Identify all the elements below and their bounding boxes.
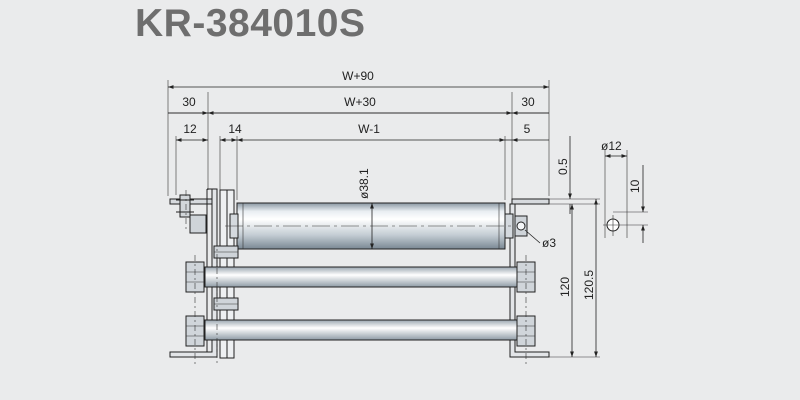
dim-offset-left: 12 — [183, 122, 197, 136]
dim-overall-width: W+90 — [342, 69, 374, 83]
dim-roller-diameter: ø38.1 — [357, 168, 371, 199]
dim-frame-height: 120 — [558, 277, 572, 297]
shaft-detail — [603, 150, 648, 243]
dim-inner-width: W+30 — [344, 95, 376, 109]
dim-roller-length: W-1 — [358, 122, 380, 136]
dim-bracket-left: 14 — [228, 122, 242, 136]
dim-flange-left: 30 — [182, 95, 196, 109]
dim-shaft-length: 10 — [628, 179, 642, 193]
vertical-dimensions — [549, 136, 600, 358]
dim-top-gap: 0.5 — [556, 158, 570, 175]
horizontal-dimensions — [167, 80, 550, 200]
dim-flange-right: 30 — [521, 95, 535, 109]
model-title: KR-384010S — [135, 2, 366, 45]
dim-offset-right: 5 — [524, 122, 531, 136]
dim-shaft-diameter: ø12 — [601, 139, 622, 153]
axle-leader-line — [524, 229, 541, 244]
dim-total-height: 120.5 — [582, 270, 596, 300]
conveyor-assembly — [169, 188, 550, 365]
dim-axle-diameter: ø3 — [542, 236, 556, 250]
